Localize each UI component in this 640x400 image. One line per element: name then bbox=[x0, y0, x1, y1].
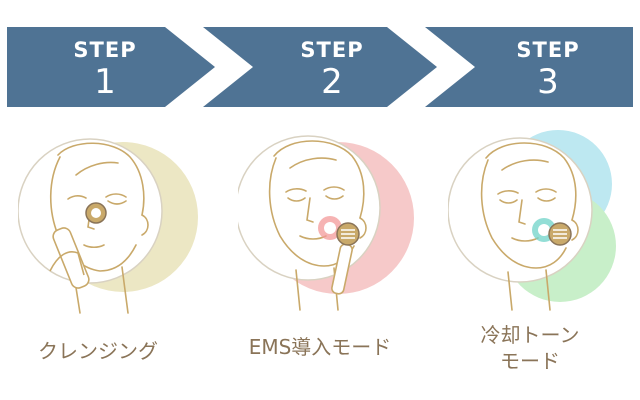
ems-face-illustration bbox=[235, 132, 418, 312]
step-3-number: 3 bbox=[537, 62, 559, 102]
cooling-device-icon bbox=[548, 222, 572, 246]
step-1-header: STEP 1 bbox=[45, 27, 165, 107]
chevron-arrow-1 bbox=[165, 27, 253, 107]
step-1-number: 1 bbox=[94, 62, 116, 102]
step-3-caption-line-2: モード bbox=[500, 349, 560, 373]
step-2-label: STEP bbox=[300, 38, 364, 62]
step-2-header: STEP 2 bbox=[272, 27, 392, 107]
cleansing-face-illustration bbox=[17, 135, 198, 315]
cooling-tone-face-illustration bbox=[447, 126, 628, 311]
step-banner: STEP 1 STEP 2 STEP 3 bbox=[7, 27, 633, 107]
step-2-caption: EMS導入モード bbox=[248, 335, 392, 359]
ems-device-icon bbox=[331, 222, 360, 295]
step-2-number: 2 bbox=[321, 62, 343, 102]
step-3-label: STEP bbox=[516, 38, 580, 62]
step-3-caption: 冷却トーン モード bbox=[440, 322, 620, 374]
step-3-header: STEP 3 bbox=[488, 27, 608, 107]
step-banner-background bbox=[7, 27, 633, 107]
cleansing-device-icon bbox=[52, 202, 107, 289]
chevron-arrow-2 bbox=[387, 27, 475, 107]
step-3-caption-line-1: 冷却トーン bbox=[480, 323, 580, 347]
face-line-art bbox=[480, 142, 579, 311]
step-1-label: STEP bbox=[73, 38, 137, 62]
step-1-caption: クレンジング bbox=[38, 339, 158, 363]
hand-line-art bbox=[49, 251, 85, 276]
ems-glow-icon bbox=[318, 216, 342, 240]
